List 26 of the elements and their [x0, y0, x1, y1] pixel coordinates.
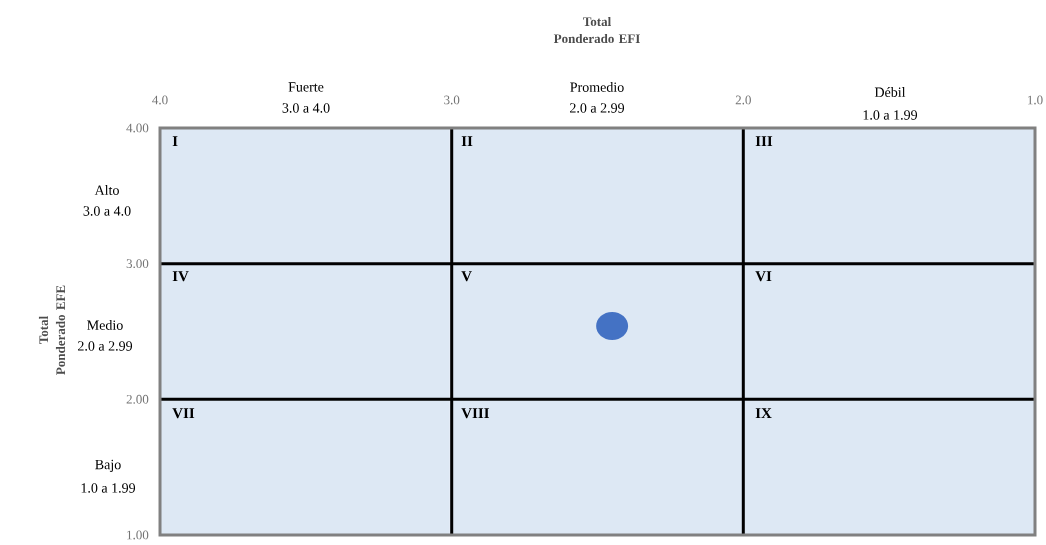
matrix-cell: IX: [743, 400, 1036, 536]
axis-label: 3.0 a 4.0: [282, 103, 330, 113]
tick-label: 1.00: [127, 530, 149, 540]
axis-label: 2.0 a 2.99: [78, 341, 133, 351]
axis-label: 2.0 a 2.99: [570, 103, 625, 113]
tick-label: 4.00: [126, 123, 149, 133]
tick-label: 2.0: [735, 95, 751, 105]
matrix-cell: III: [743, 128, 1036, 264]
tick-label: 2.00: [126, 394, 149, 404]
tick-label: 3.0: [444, 95, 460, 105]
matrix-cell: VI: [743, 263, 1036, 401]
matrix-cell: VIII: [449, 400, 744, 536]
axis-label: Medio: [87, 320, 123, 330]
matrix-cell: II: [449, 128, 744, 264]
axis-label: Alto: [94, 185, 119, 195]
axis-label: 3.0 a 4.0: [83, 206, 131, 216]
matrix-cell: IV: [160, 263, 450, 401]
tick-label: 1.0: [1028, 95, 1043, 105]
axis-label: Bajo: [95, 459, 121, 473]
axis-title: Total Ponderado EFE: [38, 285, 66, 375]
matrix-cell: I: [160, 128, 450, 264]
tick-label: 4.0: [152, 95, 168, 105]
tick-label: 3.00: [126, 259, 149, 269]
matrix-cell: V: [449, 263, 744, 401]
matrix-cell: VII: [160, 400, 450, 536]
axis-title: Total Ponderado EFI: [553, 16, 640, 44]
